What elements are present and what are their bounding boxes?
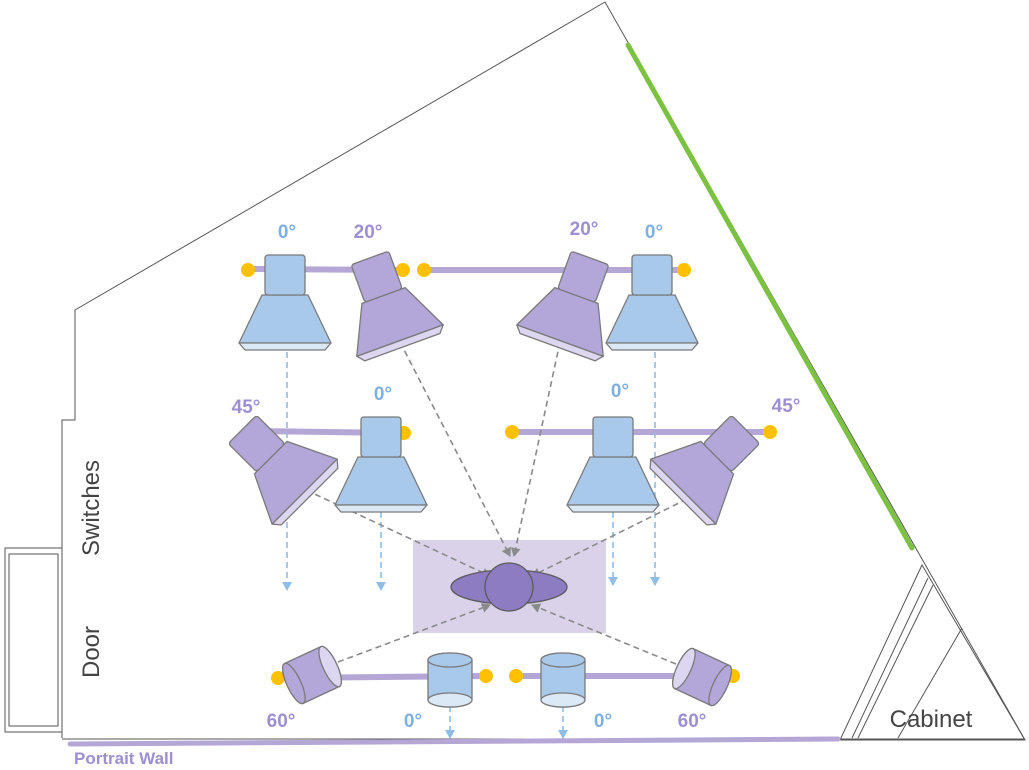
beam-arrow (337, 603, 491, 663)
mount-dot-icon (509, 669, 523, 683)
angle-label: 0° (374, 384, 392, 405)
mount-dot-icon (479, 669, 493, 683)
green-backdrop-wall (625, 42, 915, 551)
mount-dot-icon (241, 263, 255, 277)
cabinet-door-line (851, 577, 929, 739)
flood-light-icon (605, 254, 699, 351)
cabinet-outline (839, 563, 1026, 741)
mount-dot-icon (271, 671, 285, 685)
flood-light-icon (351, 251, 444, 362)
angle-label: 0° (278, 222, 296, 243)
mount-points (241, 263, 777, 685)
cylinder-light-icon (427, 652, 473, 708)
angle-label: 60° (267, 711, 296, 732)
mount-dot-icon (417, 263, 431, 277)
beam-arrow (399, 341, 511, 557)
flood-light-icon (334, 416, 428, 513)
mount-dot-icon (677, 263, 691, 277)
cabinet-door-line (857, 584, 934, 739)
door-frame-inner (8, 553, 59, 727)
door-label: Door (78, 626, 105, 678)
portrait-wall-line (67, 736, 841, 747)
beam-arrow (510, 341, 561, 557)
mount-dot-icon (396, 263, 410, 277)
angle-label: 0° (611, 381, 629, 402)
cylinder-light-icon (281, 645, 343, 705)
cabinet-label: Cabinet (890, 706, 973, 733)
cabinet-shelf-line (897, 627, 963, 739)
beam-arrow (531, 489, 706, 577)
angle-label: 45° (232, 397, 261, 418)
mount-dot-icon (763, 425, 777, 439)
angle-label: 0° (594, 711, 612, 732)
subject-head (484, 562, 534, 612)
angle-label: 45° (772, 396, 801, 417)
angle-label: 0° (645, 222, 663, 243)
mount-dot-icon (505, 425, 519, 439)
portrait-wall-label: Portrait Wall (74, 749, 174, 768)
subject-icon (450, 562, 568, 612)
flood-light-icon (238, 254, 332, 351)
angle-label: 60° (678, 711, 707, 732)
beam-arrow (531, 603, 677, 665)
flood-light-icon (228, 415, 339, 526)
angle-label: 20° (354, 222, 383, 243)
flood-light-icon (566, 416, 660, 513)
angle-labels: 0° 20° 20° 0° 45° 0° 0° 45° 60° 0° 0° 60… (232, 219, 801, 732)
cylinder-light-icon (540, 652, 586, 708)
angle-label: 20° (570, 219, 599, 240)
door-frame-outer (4, 547, 63, 733)
switches-label: Switches (78, 460, 105, 556)
cylinder-light-icon (671, 647, 733, 707)
flood-light-icon (516, 251, 609, 362)
gray-beams (305, 341, 706, 665)
flood-light-icon (649, 415, 760, 526)
angle-label: 0° (404, 711, 422, 732)
